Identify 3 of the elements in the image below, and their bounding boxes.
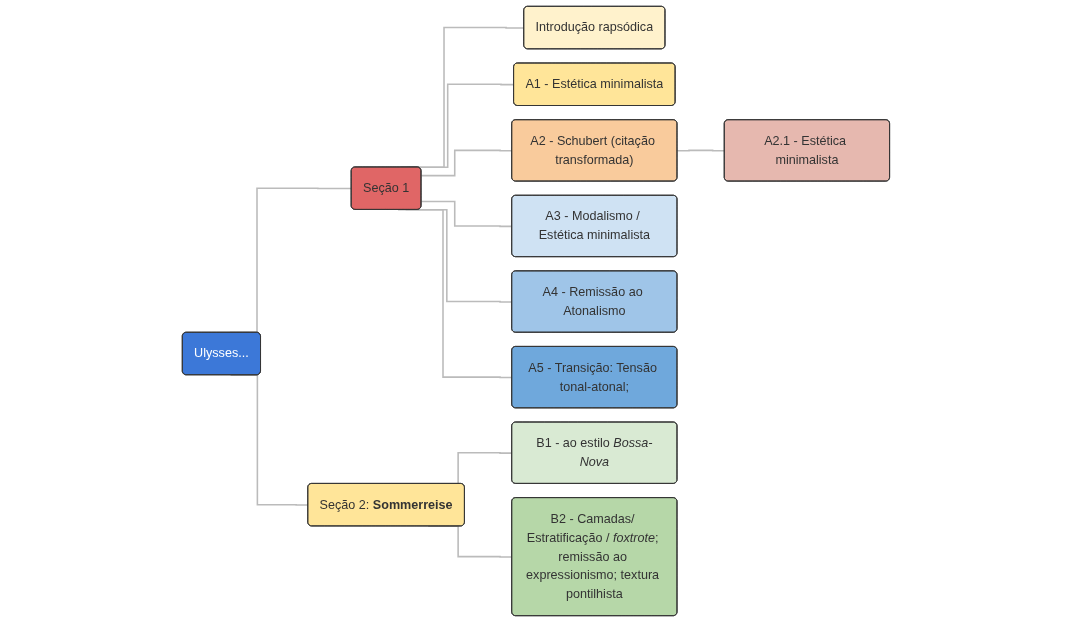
- connector: [676, 149, 726, 152]
- connector: [420, 149, 513, 177]
- connector: [420, 200, 513, 228]
